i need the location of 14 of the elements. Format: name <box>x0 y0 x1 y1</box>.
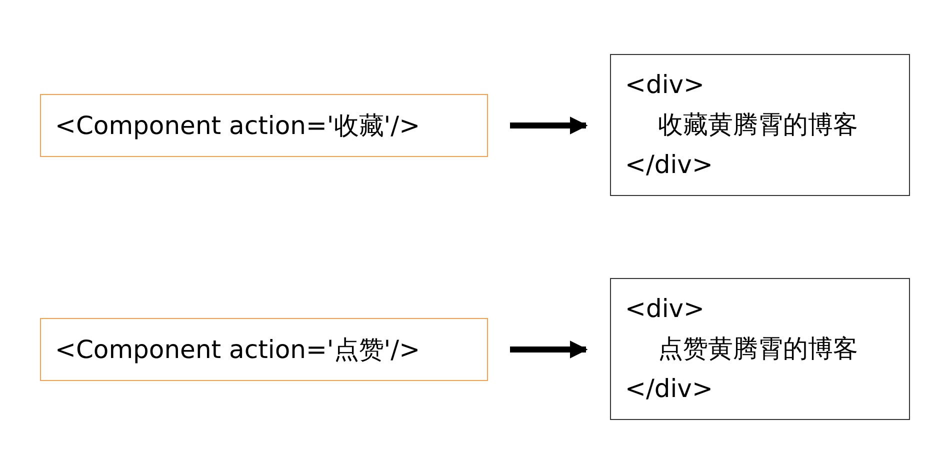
code-line: <div> <box>625 69 705 101</box>
code-line: </div> <box>625 149 713 181</box>
arrow <box>510 340 588 358</box>
code-line: 点赞黄腾霄的博客 <box>658 333 858 365</box>
component-tag: <Component action='点赞'/> <box>55 330 420 370</box>
code-box <box>610 278 910 420</box>
code-line: 收藏黄腾霄的博客 <box>658 109 858 141</box>
code-box <box>610 54 910 196</box>
component-box <box>40 318 488 381</box>
arrow <box>510 116 588 134</box>
component-box <box>40 94 488 157</box>
component-tag: <Component action='收藏'/> <box>55 106 420 146</box>
code-line: <div> <box>625 293 705 325</box>
code-line: </div> <box>625 373 713 405</box>
